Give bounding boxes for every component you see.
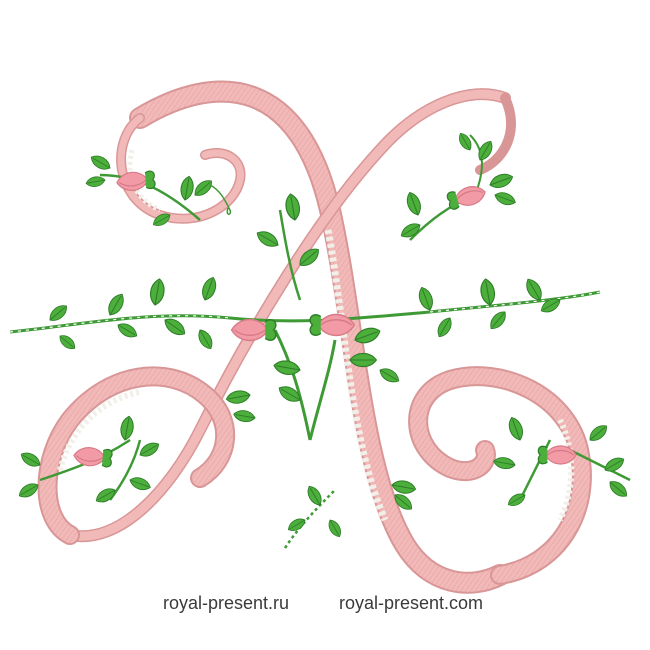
leaf-cluster-vine: [46, 274, 564, 353]
letter-stroke-main: [129, 80, 511, 594]
rose-bud-bottom-left: [72, 445, 114, 469]
letter-loop-bottom-right: [408, 366, 592, 585]
rose-bud-center-left: [230, 318, 277, 342]
sprig-top-right: [398, 130, 518, 241]
site-link-ru[interactable]: royal-present.ru: [163, 593, 290, 613]
vine-horizontal: [9, 290, 601, 334]
site-link-com[interactable]: royal-present.com: [339, 593, 484, 613]
rose-bud-center-right: [309, 313, 356, 337]
stem-center: [224, 192, 402, 441]
sprig-bottom-center: [283, 478, 418, 549]
rose-bud-bottom-right: [537, 445, 577, 465]
sprig-bottom-right: [492, 414, 631, 510]
rose-bud-top-right: [445, 182, 489, 212]
letter-loop-bottom-left: [37, 366, 236, 545]
footer: royal-present.ru royal-present.com: [0, 593, 650, 623]
letter-stroke-cross: [64, 88, 516, 543]
